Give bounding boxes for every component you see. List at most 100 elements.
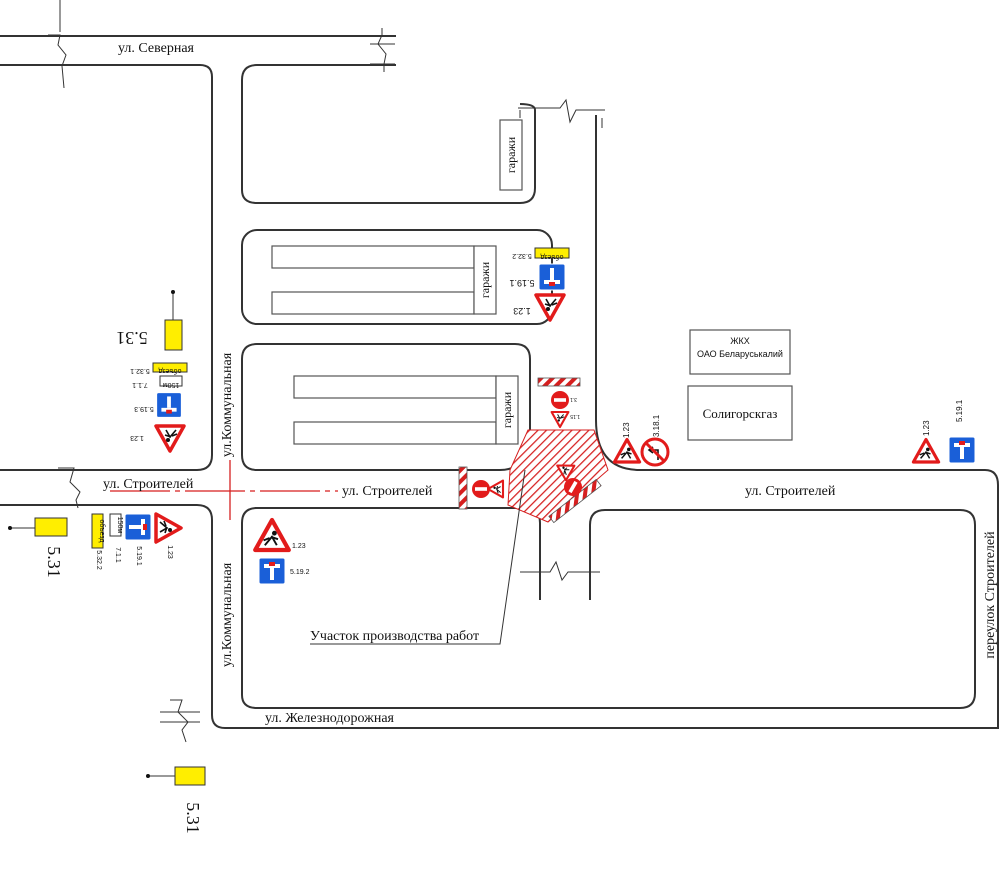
- barrier-north: [537, 377, 581, 387]
- garage-building-2: [473, 245, 497, 315]
- svg-text:объезд: объезд: [98, 520, 106, 543]
- dead-end-sign-5-19-2: [258, 557, 286, 585]
- no-entry-sign-3-1: [551, 391, 569, 409]
- detour-scheme-sign-5-31: [34, 517, 68, 537]
- roadworks-sign-1-23: [154, 512, 183, 544]
- sign-label-5-32-2: 5.32.2: [95, 550, 102, 570]
- roadworks-sign-1-23: [255, 520, 289, 550]
- sign-label-7-1-1: 7.1.1: [114, 547, 121, 563]
- garage-row: [271, 245, 475, 269]
- zhkh-building: [689, 329, 791, 375]
- dead-end-sign-5-19-1: [538, 263, 566, 291]
- street-severnaya: ул. Северная: [118, 41, 195, 56]
- detour-scheme-sign-5-31: [174, 766, 206, 786]
- street-stroiteley-east: ул. Строителей: [745, 484, 836, 499]
- sign-label-5-19-1: 5.19.1: [135, 546, 142, 566]
- svg-text:1.15: 1.15: [570, 413, 580, 419]
- garage-row: [293, 375, 497, 399]
- svg-text:объезд: объезд: [159, 367, 182, 375]
- garage-label-1: гаражи: [504, 136, 518, 173]
- block-north: [241, 64, 536, 204]
- svg-text:3.1: 3.1: [570, 396, 577, 402]
- road-break-mark: [518, 98, 605, 124]
- street-stroiteley-west: ул. Строителей: [103, 477, 194, 492]
- sign-label-1-23: 1.23: [922, 420, 931, 436]
- kommunalnaya-south-west-edge: [0, 504, 930, 729]
- street-kommunalnaya-south: ул.Коммунальная: [220, 562, 235, 667]
- street-stroiteley-middle: ул. Строителей: [342, 484, 433, 499]
- dead-end-sign-5-19-1: [948, 436, 976, 464]
- no-left-turn-sign-3-18-1: [640, 437, 670, 467]
- detour-sign-5-32-2: [91, 513, 104, 549]
- block-south-west: [255, 507, 541, 600]
- sign-label-7-1-1: 7.1.1: [132, 381, 148, 388]
- barrier-west: [458, 466, 468, 510]
- roadworks-sign-1-23: [486, 479, 505, 499]
- svg-text:объезд: объезд: [541, 253, 564, 261]
- dead-end-sign-5-19-3: [156, 392, 182, 418]
- sign-label-5-31: 5.31: [44, 546, 64, 578]
- garage-row: [271, 291, 475, 315]
- garage-label-2: гаражи: [478, 261, 492, 298]
- street-zheleznodorozhnaya: ул. Железнодорожная: [265, 711, 395, 726]
- sign-group-west-south: 5.31 объезд 5.32.2 150м 7.1.1 5.19.1 1.2…: [8, 512, 183, 578]
- dead-end-sign-5-19-1: [124, 513, 152, 541]
- roadworks-sign-1-23: [154, 424, 186, 453]
- work-zone-leader-line: [310, 469, 526, 645]
- sign-group-south-west: 5.31: [146, 766, 206, 834]
- sign-label-1-23: 1.23: [166, 545, 173, 559]
- road-break-mark: [170, 699, 189, 743]
- soligorskgaz-building: [687, 385, 793, 441]
- road-break-mark: [48, 34, 67, 89]
- sign-group-east-center: 1.23 3.18.1: [612, 414, 670, 467]
- sign-label-1-23: 1.23: [130, 434, 144, 441]
- sign-label-1-23: 1.23: [513, 306, 531, 316]
- detour-sign-5-32-2: [534, 247, 570, 259]
- sign-label-5-31: 5.31: [183, 802, 203, 834]
- sign-label-5-32-1: 5.32.1: [130, 367, 150, 374]
- zhkh-label: ЖКХ: [730, 336, 750, 346]
- garage-row: [293, 421, 497, 445]
- kommunalnaya-west-edge: [0, 64, 213, 471]
- garage-label-3: гаражи: [500, 391, 514, 428]
- barrier-southeast: [548, 478, 602, 524]
- block-garages-3: [241, 343, 531, 471]
- sign-label-3-18-1: 3.18.1: [652, 414, 661, 437]
- street-pereulok-stroiteley: переулок Строителей: [983, 531, 998, 659]
- east-road-edge: [595, 115, 999, 729]
- roadworks-sign-1-23: [534, 293, 566, 322]
- detour-sign-5-32-1: [152, 362, 188, 373]
- sign-label-5-31: 5.31: [116, 328, 148, 348]
- roadworks-sign-1-23: [911, 437, 941, 464]
- sign-label-5-19-3: 5.19.3: [134, 405, 154, 412]
- soligorskgaz-label: Солигорскгаз: [703, 406, 778, 421]
- sign-label-1-23: 1.23: [622, 422, 631, 438]
- zhkh-org-label: ОАО Беларуськалий: [697, 349, 783, 359]
- road-break-mark: [58, 467, 81, 509]
- sign-group-work-zone: 3.1 1.15: [472, 391, 586, 500]
- block-south: [241, 507, 976, 709]
- sign-group-west-north: 5.31 объезд 5.32.1 150м 7.1.1 5.19.3 1.2…: [116, 290, 188, 453]
- roadworks-sign-1-23: [550, 410, 570, 429]
- distance-plate-7-1-1: [109, 513, 122, 537]
- work-zone-area: [507, 429, 609, 523]
- sign-group-south-inner: 1.23 5.19.2: [255, 520, 310, 585]
- sign-label-5-19-2: 5.19.2: [290, 569, 310, 576]
- sign-label-5-19-1: 5.19.1: [955, 399, 964, 422]
- garage-building-3: [495, 375, 519, 445]
- svg-text:150м: 150м: [163, 381, 180, 388]
- sign-label-5-19-1: 5.19.1: [509, 278, 534, 288]
- garage-building-1: [499, 119, 523, 191]
- distance-plate-7-1-1: [159, 375, 183, 387]
- svg-text:150м: 150м: [116, 517, 123, 534]
- sign-label-5-32-2: 5.32.2: [512, 252, 532, 259]
- street-kommunalnaya-north: ул.Коммунальная: [220, 352, 235, 457]
- work-zone-label: Участок производства работ: [310, 629, 479, 644]
- road-break-mark: [520, 560, 600, 582]
- roadworks-sign-1-23: [612, 437, 642, 464]
- sign-label-1-23: 1.23: [292, 543, 306, 550]
- sign-group-garages-east: объезд 5.32.2 5.19.1 1.23: [509, 247, 570, 322]
- sign-group-east-far: 1.23 5.19.1: [911, 399, 976, 464]
